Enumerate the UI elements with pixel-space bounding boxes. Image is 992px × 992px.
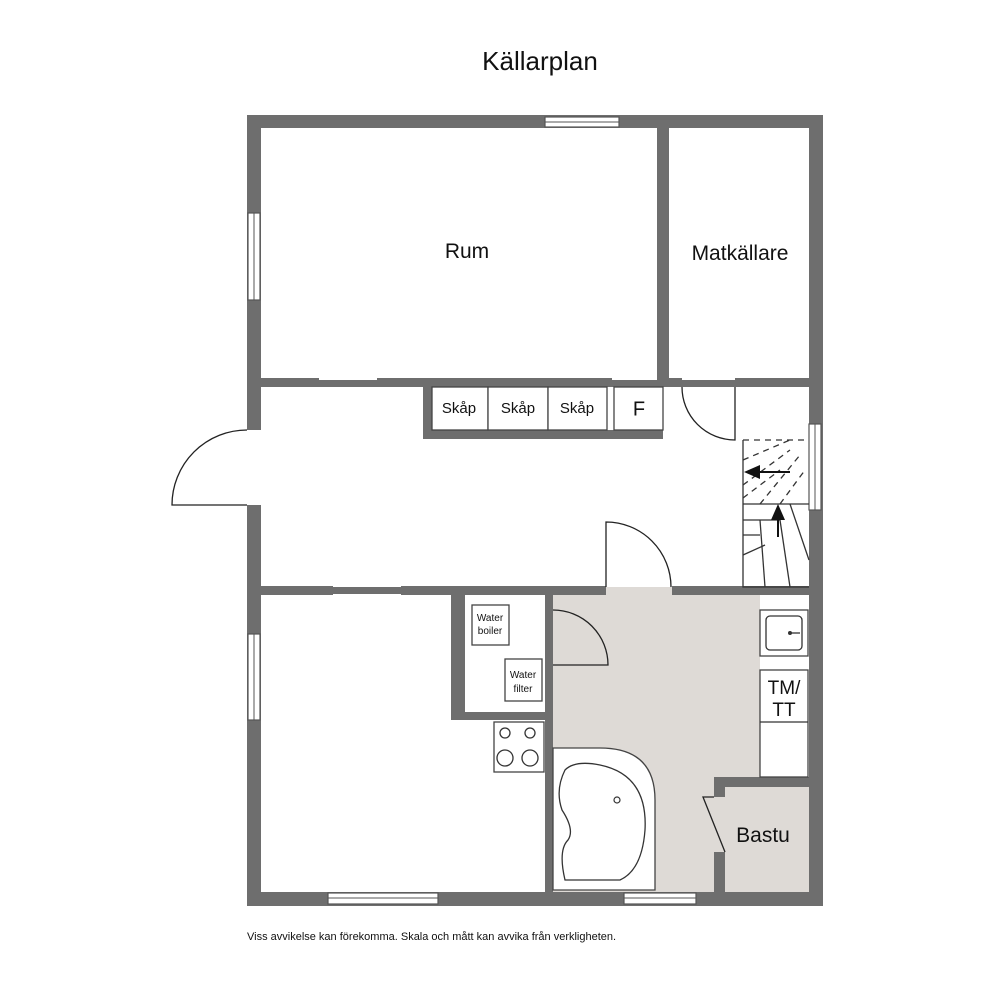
water-boiler [471,604,510,646]
interior-walls [261,128,809,892]
tm-tt-line1: TM/ [768,678,801,699]
fuse-box [613,386,664,431]
water-filter-line2: filter [514,684,534,695]
water-filter [504,658,543,702]
closet-label-3: Skåp [560,400,594,417]
fuse-box-label: F [633,398,645,420]
bathroom-fixtures: TM/ TT [552,609,809,891]
tm-tt-unit [759,669,809,778]
water-boiler-line2: boiler [478,626,503,637]
water-filter-line1: Water [510,670,537,681]
utility-closet: Water boiler Water filter [471,604,543,702]
water-boiler-line1: Water [477,613,504,624]
closet-door-swing [552,609,609,666]
room-label-rum: Rum [445,240,489,263]
sauna-door [702,796,726,853]
room-label-matkallare: Matkällare [692,242,789,265]
plan-title: Källarplan [482,46,598,76]
stair-door-swing [681,386,736,441]
windows [247,116,822,905]
doors [171,386,736,853]
entrance-opening [247,430,261,505]
closet-label-2: Skåp [501,400,535,417]
closet-label-1: Skåp [442,400,476,417]
disclaimer-text: Viss avvikelse kan förekomma. Skala och … [247,931,616,943]
room-label-bastu: Bastu [736,824,790,847]
stove [493,721,545,773]
entrance-door-swing [171,429,248,506]
tm-tt-line2: TT [772,700,796,721]
staircase [742,439,810,588]
bathroom-door-swing [605,521,672,588]
closet-row: Skåp Skåp Skåp F [431,386,664,431]
bathtub [552,747,656,891]
